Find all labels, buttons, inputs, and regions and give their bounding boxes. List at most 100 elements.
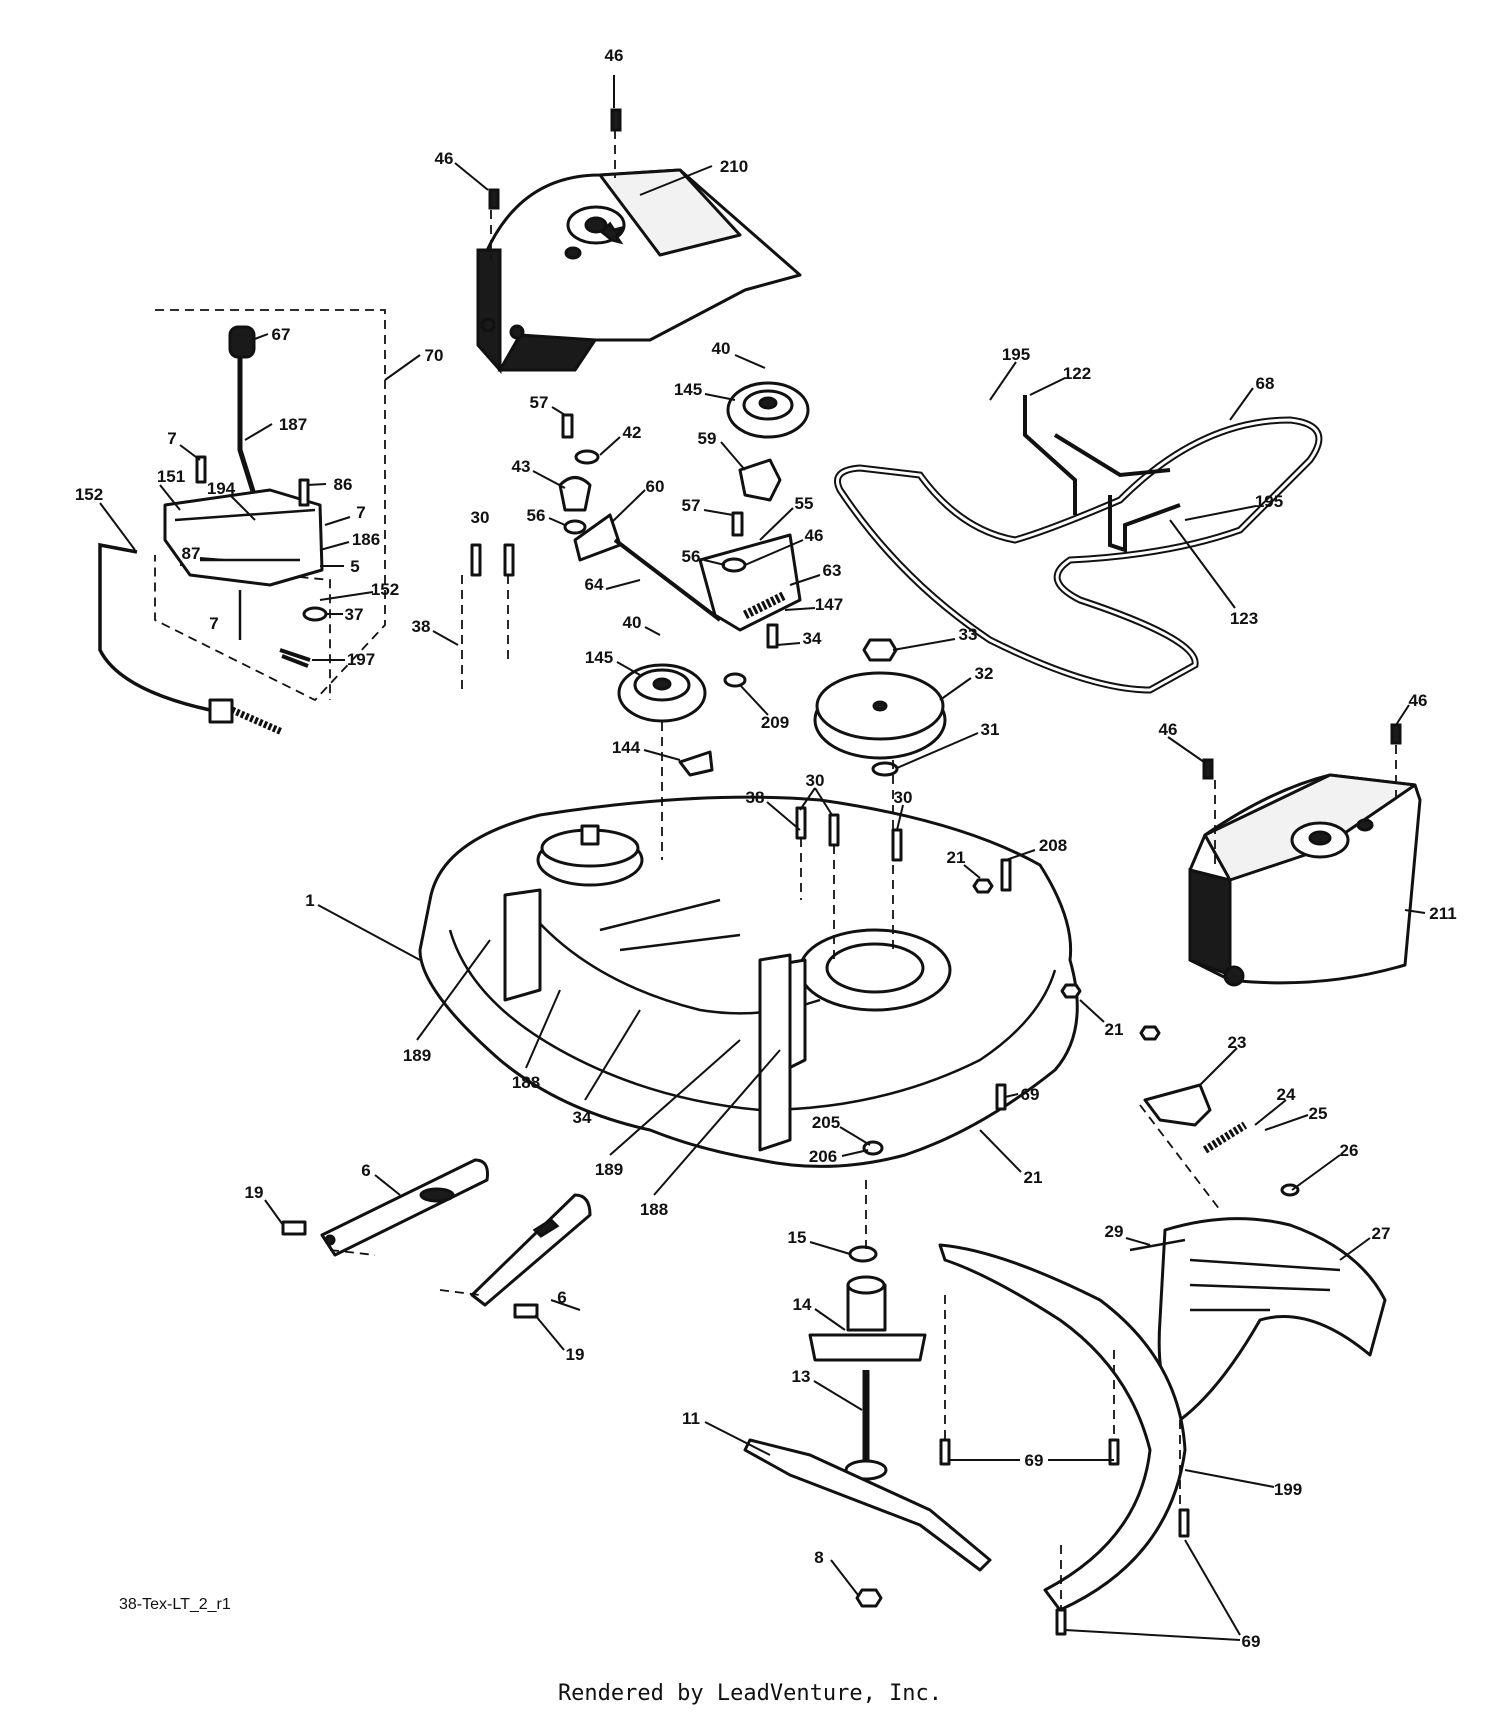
fasteners [281, 108, 1402, 1636]
callout-34: 34 [803, 629, 822, 648]
callout-147: 147 [815, 595, 843, 614]
callout-46: 46 [805, 526, 824, 545]
callout-189: 189 [403, 1046, 431, 1065]
callout-32: 32 [975, 664, 994, 683]
callout-21: 21 [1105, 1020, 1124, 1039]
callout-56: 56 [527, 506, 546, 525]
callout-6: 6 [361, 1161, 370, 1180]
callout-151: 151 [157, 467, 185, 486]
callout-57: 57 [682, 496, 701, 515]
callout-68: 68 [1256, 374, 1275, 393]
callout-205: 205 [812, 1113, 840, 1132]
callout-40: 40 [712, 339, 731, 358]
callout-7: 7 [167, 429, 176, 448]
callout-24: 24 [1277, 1085, 1296, 1104]
callout-197: 197 [347, 650, 375, 669]
callout-38: 38 [746, 788, 765, 807]
callout-195: 195 [1002, 345, 1030, 364]
callout-186: 186 [352, 530, 380, 549]
callout-67: 67 [272, 325, 291, 344]
callout-123: 123 [1230, 609, 1258, 628]
drawing-id: 38-Tex-LT_2_r1 [119, 1596, 231, 1613]
callout-69: 69 [1021, 1085, 1040, 1104]
callout-8: 8 [814, 1548, 823, 1567]
callout-86: 86 [334, 475, 353, 494]
callout-30: 30 [894, 788, 913, 807]
callout-13: 13 [792, 1367, 811, 1386]
callout-122: 122 [1063, 364, 1091, 383]
callout-37: 37 [345, 605, 364, 624]
callout-27: 27 [1372, 1224, 1391, 1243]
callout-1: 1 [305, 891, 314, 910]
idler-arm-assembly [558, 381, 810, 777]
callout-33: 33 [959, 625, 978, 644]
callout-19: 19 [566, 1345, 585, 1364]
discharge-chute [1129, 1083, 1387, 1422]
callout-189: 189 [595, 1160, 623, 1179]
callout-30: 30 [806, 771, 825, 790]
callout-21: 21 [1024, 1168, 1043, 1187]
callout-25: 25 [1309, 1104, 1328, 1123]
callout-23: 23 [1228, 1033, 1247, 1052]
callout-46: 46 [1159, 720, 1178, 739]
callout-15: 15 [788, 1228, 807, 1247]
callout-14: 14 [793, 1295, 812, 1314]
callout-42: 42 [623, 423, 642, 442]
callout-55: 55 [795, 494, 814, 513]
callout-87: 87 [182, 544, 201, 563]
footer-credit: Rendered by LeadVenture, Inc. [558, 1681, 942, 1706]
callout-30: 30 [471, 508, 490, 527]
callout-211: 211 [1429, 904, 1456, 923]
callout-188: 188 [512, 1073, 540, 1092]
callout-5: 5 [350, 557, 359, 576]
callout-63: 63 [823, 561, 842, 580]
callout-11: 11 [682, 1409, 700, 1428]
callout-59: 59 [698, 429, 717, 448]
callout-26: 26 [1340, 1141, 1359, 1160]
callout-40: 40 [623, 613, 642, 632]
callout-31: 31 [981, 720, 1000, 739]
callout-6: 6 [557, 1288, 566, 1307]
callout-46: 46 [1409, 691, 1428, 710]
callout-69: 69 [1242, 1632, 1261, 1651]
callout-206: 206 [809, 1147, 837, 1166]
belt-cover-upper [476, 168, 802, 374]
callout-56: 56 [682, 547, 701, 566]
callout-60: 60 [646, 477, 665, 496]
callout-145: 145 [585, 648, 613, 667]
callout-43: 43 [512, 457, 531, 476]
callout-187: 187 [279, 415, 307, 434]
belt-cover-lower [1188, 773, 1422, 987]
callout-210: 210 [720, 157, 748, 176]
callout-34: 34 [573, 1108, 592, 1127]
callout-152: 152 [75, 485, 103, 504]
blade-spindle-assembly [743, 1245, 992, 1608]
callout-29: 29 [1105, 1222, 1124, 1241]
callout-7: 7 [356, 503, 365, 522]
callout-194: 194 [207, 479, 236, 498]
callout-57: 57 [530, 393, 549, 412]
deck-drive-pulley [813, 638, 947, 777]
callout-70: 70 [425, 346, 444, 365]
callout-208: 208 [1039, 836, 1067, 855]
mower-deck-shell [418, 795, 1079, 1168]
callout-46: 46 [605, 46, 624, 65]
callout-69: 69 [1025, 1451, 1044, 1470]
alignment-lines [329, 130, 1397, 1610]
callout-144: 144 [612, 738, 641, 757]
callout-21: 21 [947, 848, 966, 867]
callout-64: 64 [585, 575, 604, 594]
callout-19: 19 [245, 1183, 264, 1202]
callout-46: 46 [435, 149, 454, 168]
deck-hanger-brackets [320, 1158, 592, 1307]
callout-199: 199 [1274, 1480, 1302, 1499]
deck-belt [834, 395, 1323, 694]
callout-188: 188 [640, 1200, 668, 1219]
lift-lever-assembly [98, 309, 386, 736]
callout-195: 195 [1255, 492, 1283, 511]
callout-152: 152 [371, 580, 399, 599]
callout-209: 209 [761, 713, 789, 732]
